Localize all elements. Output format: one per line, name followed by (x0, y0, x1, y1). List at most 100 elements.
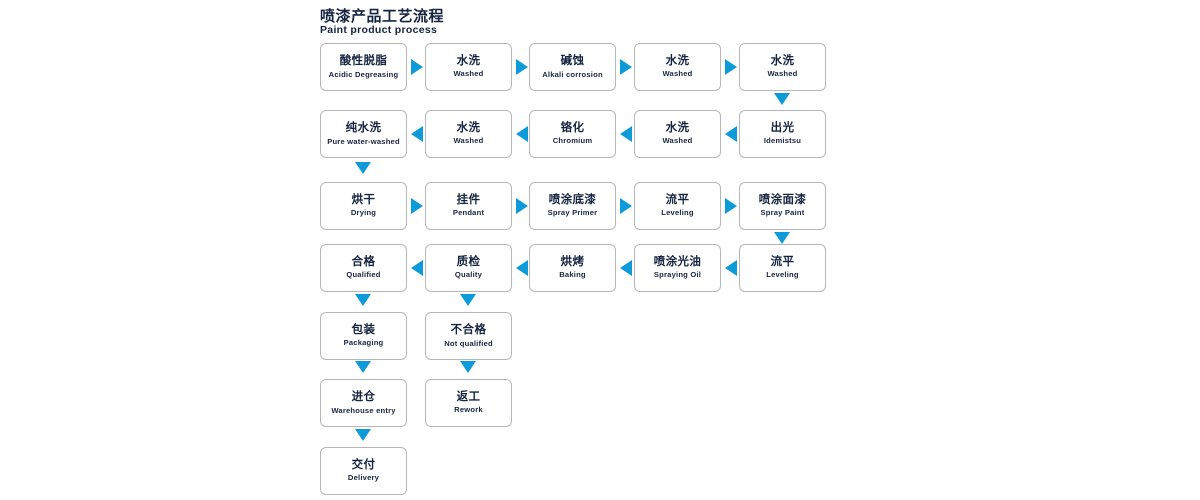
arrow-r1-c3-c4-icon (620, 59, 632, 75)
arrow-r2-c2-c1-icon (411, 126, 423, 142)
arrow-r3-c1-c2-icon (411, 198, 423, 214)
arrow-r4-c2-c1-icon (411, 260, 423, 276)
node-label-en: Packaging (343, 338, 384, 348)
node-label-en: Washed (453, 136, 484, 146)
node-label-cn: 烘干 (351, 194, 376, 207)
process-node-not-qualified[interactable]: 不合格 Not qualified (425, 312, 512, 360)
process-node-acidic-degreasing[interactable]: 酸性脱脂 Acidic Degreasing (320, 43, 407, 91)
node-label-en: Acidic Degreasing (328, 69, 399, 79)
node-label-en: Washed (662, 136, 693, 146)
node-label-cn: 合格 (351, 256, 376, 269)
node-label-en: Warehouse entry (331, 405, 396, 415)
node-label-cn: 质检 (456, 256, 481, 269)
node-label-cn: 水洗 (456, 122, 481, 135)
node-label-cn: 流平 (665, 194, 690, 207)
page-title-en: Paint product process (320, 24, 438, 36)
arrow-r3-c4-c5-icon (725, 198, 737, 214)
node-label-cn: 水洗 (456, 55, 481, 68)
node-label-en: Delivery (347, 473, 380, 483)
arrow-r1-c1-c2-icon (411, 59, 423, 75)
node-label-cn: 烘烤 (560, 256, 585, 269)
node-label-en: Leveling (766, 270, 799, 280)
node-label-en: Washed (767, 69, 798, 79)
node-label-cn: 喷涂底漆 (548, 194, 597, 207)
node-label-cn: 挂件 (456, 194, 481, 207)
arrow-r2-c4-c3-icon (620, 126, 632, 142)
node-label-cn: 铬化 (560, 122, 585, 135)
node-label-cn: 纯水洗 (345, 121, 382, 134)
arrow-r3-c3-c4-icon (620, 198, 632, 214)
node-label-en: Alkali corrosion (542, 69, 603, 79)
node-label-en: Chromium (552, 136, 593, 146)
arrow-r1-c4-c5-icon (725, 59, 737, 75)
node-label-cn: 喷涂光油 (653, 256, 702, 269)
arrow-r1c5-r2c5-down-icon (774, 93, 790, 105)
node-label-cn: 水洗 (770, 55, 795, 68)
node-label-en: Washed (662, 69, 693, 79)
process-node-alkali-corrosion[interactable]: 碱蚀 Alkali corrosion (529, 43, 616, 91)
arrow-r1-c2-c3-icon (516, 59, 528, 75)
arrow-r3-c2-c3-icon (516, 198, 528, 214)
node-label-cn: 不合格 (450, 323, 487, 336)
process-node-pure-water-washed[interactable]: 纯水洗 Pure water-washed (320, 110, 407, 158)
arrow-r4-c4-c3-icon (620, 260, 632, 276)
arrow-r2-c5-c4-icon (725, 126, 737, 142)
node-label-cn: 酸性脱脂 (339, 54, 388, 67)
node-label-en: Qualified (346, 270, 381, 280)
arrow-packaging-warehouse-down-icon (355, 361, 371, 373)
node-label-en: Spraying Oil (653, 270, 702, 280)
node-label-cn: 包装 (351, 324, 376, 337)
node-label-en: Baking (559, 270, 586, 280)
arrow-warehouse-delivery-down-icon (355, 429, 371, 441)
node-label-cn: 水洗 (665, 122, 690, 135)
node-label-en: Quality (454, 270, 483, 280)
page-title-cn: 喷漆产品工艺流程 (320, 8, 445, 25)
node-label-cn: 水洗 (665, 55, 690, 68)
node-label-en: Drying (350, 208, 377, 218)
arrow-r2-c3-c2-icon (516, 126, 528, 142)
node-label-en: Spray Paint (760, 208, 805, 218)
node-label-cn: 出光 (770, 122, 795, 135)
arrow-quality-notqualified-down-icon (460, 294, 476, 306)
node-label-en: Not qualified (444, 338, 493, 348)
node-label-en: Pendant (452, 208, 485, 218)
node-label-cn: 喷涂面漆 (758, 194, 807, 207)
arrow-r4-c3-c2-icon (516, 260, 528, 276)
node-label-cn: 碱蚀 (560, 54, 585, 67)
node-label-en: Pure water-washed (327, 136, 400, 146)
node-label-cn: 交付 (351, 459, 376, 472)
node-label-en: Washed (453, 69, 484, 79)
node-label-en: Idemistsu (763, 136, 802, 146)
node-label-cn: 返工 (456, 391, 481, 404)
arrow-qualified-packaging-down-icon (355, 294, 371, 306)
node-label-en: Spray Primer (547, 208, 598, 218)
arrow-r3c5-r4c5-down-icon (774, 232, 790, 244)
arrow-r4-c5-c4-icon (725, 260, 737, 276)
node-label-cn: 流平 (770, 256, 795, 269)
arrow-r2c1-r3c1-down-icon (355, 162, 371, 174)
node-label-en: Leveling (661, 208, 694, 218)
arrow-notqualified-rework-down-icon (460, 361, 476, 373)
